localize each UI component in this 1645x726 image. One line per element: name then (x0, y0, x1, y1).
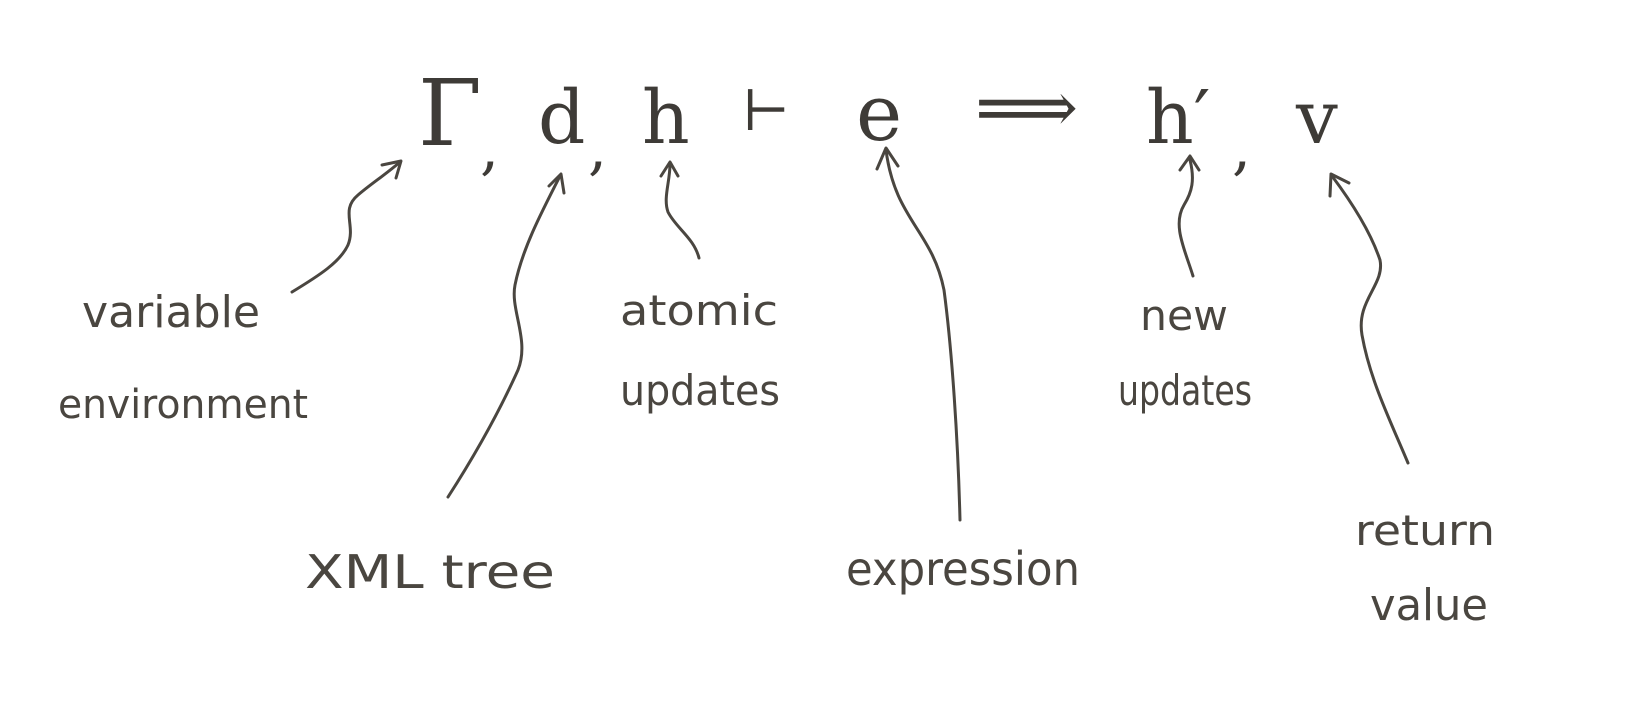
label-atomic-updates: atomic updates (620, 286, 780, 415)
label-atomic-line1: atomic (620, 286, 778, 335)
label-return-value: return value (1355, 506, 1495, 631)
label-expression: expression (846, 542, 1080, 596)
label-new-line1: new (1140, 291, 1228, 340)
h-prime-symbol: h′ (1146, 75, 1210, 161)
label-new-updates: new updates (1118, 291, 1252, 415)
label-return-line1: return (1355, 506, 1495, 555)
arrow-to-v (1328, 172, 1410, 465)
v-symbol: v (1295, 75, 1338, 161)
turnstile-symbol: ⊢ (742, 79, 790, 144)
h-symbol: h (642, 75, 690, 161)
comma-after-gamma: , (480, 113, 499, 183)
annotation-arrows (290, 146, 1410, 522)
comma-after-d: , (588, 113, 607, 183)
label-atomic-line2: updates (620, 366, 780, 415)
label-variable-environment: variable environment (58, 287, 308, 428)
label-return-line2: value (1370, 580, 1488, 631)
label-new-line2: updates (1118, 366, 1252, 415)
arrow-to-e (875, 146, 962, 522)
label-expression-text: expression (846, 542, 1080, 596)
label-xml-tree-text: XML tree (305, 545, 555, 599)
arrow-to-d (446, 172, 566, 499)
label-variable-line1: variable (82, 287, 260, 338)
label-variable-line2: environment (58, 382, 308, 428)
arrow-to-gamma (290, 159, 403, 294)
e-symbol: e (856, 69, 902, 159)
evaluates-to-arrow: ⟹ (975, 65, 1078, 149)
comma-after-h-prime: , (1232, 113, 1251, 183)
label-xml-tree: XML tree (305, 545, 555, 599)
judgment-formula: Γ , d , h ⊢ e ⟹ h′ , v (418, 60, 1338, 183)
arrow-to-h (659, 160, 701, 260)
gamma-symbol: Γ (418, 60, 482, 167)
annotation-labels: variable environment XML tree atomic upd… (58, 286, 1495, 631)
arrow-to-h-prime (1177, 154, 1201, 278)
d-symbol: d (538, 75, 585, 161)
